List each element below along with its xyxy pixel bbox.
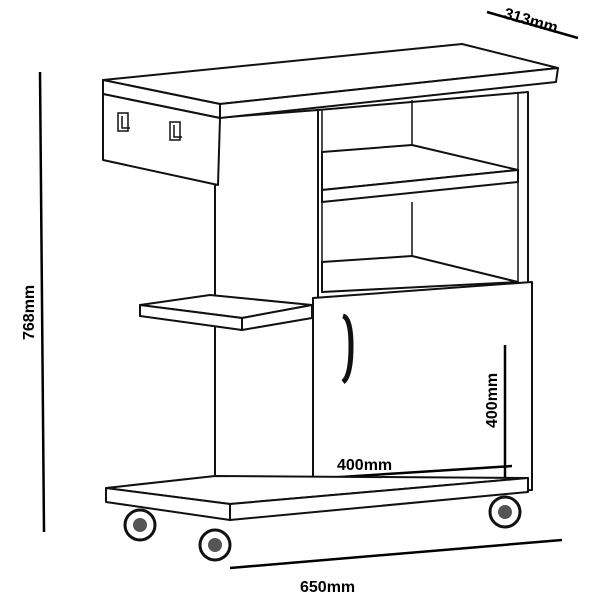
width-label: 650mm: [300, 579, 355, 596]
cabinet-door[interactable]: [312, 281, 533, 503]
height-dimension-line: [38, 71, 46, 533]
door-handle[interactable]: [341, 313, 354, 384]
lower-shelf: [321, 255, 519, 293]
door-width-label: 400mm: [337, 457, 392, 474]
width-dimension-line: [229, 538, 563, 570]
height-label: 768mm: [21, 285, 38, 340]
depth-dimension-line: [486, 10, 579, 40]
door-height-label: 400mm: [484, 373, 501, 428]
hook-icon: [117, 112, 182, 141]
depth-label: 313mm: [502, 6, 560, 38]
caster-wheel: [123, 495, 522, 562]
hook-panel: [102, 93, 221, 186]
